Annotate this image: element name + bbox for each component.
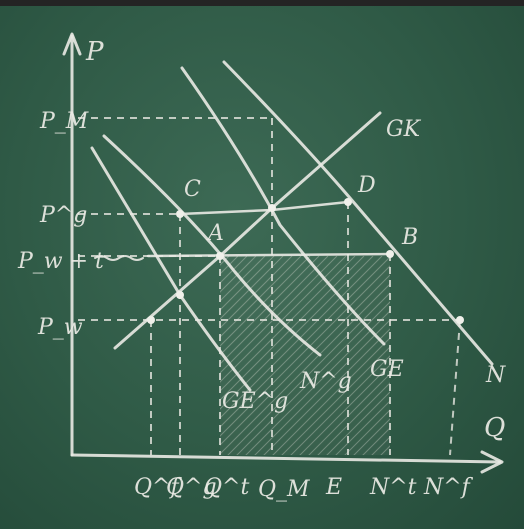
x-axis-arrow xyxy=(480,450,504,474)
qty-label-qm: Q_M xyxy=(258,477,310,502)
x-axis-label: Q xyxy=(484,413,505,443)
price-label-pm: P_M xyxy=(39,109,89,134)
cd-line xyxy=(178,200,350,216)
price-label-pg: P^g xyxy=(39,203,87,228)
hatch-line xyxy=(220,256,356,392)
hatch-line xyxy=(254,319,390,455)
point-a-dot xyxy=(216,252,224,260)
shaded-area xyxy=(220,256,390,455)
hatch-line xyxy=(220,256,347,383)
hatch-line xyxy=(317,382,390,455)
hatch-line xyxy=(220,256,275,311)
point-label-a: A xyxy=(206,221,224,246)
point-qg-dot xyxy=(176,291,184,299)
curve-n-g xyxy=(102,134,322,357)
price-label-pw: P_w xyxy=(37,315,83,340)
hatch-line xyxy=(281,346,390,455)
hatch-line xyxy=(308,373,390,455)
hatch-line xyxy=(220,256,257,293)
supply-curve-gk xyxy=(113,111,382,350)
hatch-line xyxy=(220,256,320,356)
y-axis-label: P xyxy=(85,37,104,67)
hatch-line xyxy=(220,256,221,257)
point-d-dot xyxy=(344,198,352,206)
hatch-line xyxy=(220,256,302,338)
hatch-line xyxy=(290,355,390,455)
hatch-line xyxy=(220,256,248,284)
curve-label-gk: GK xyxy=(386,117,422,142)
hatch-line xyxy=(220,256,329,365)
hatch-line xyxy=(272,337,390,455)
hatch-line xyxy=(326,391,390,455)
hatch-line xyxy=(220,256,311,347)
pwt-wave xyxy=(94,255,144,261)
hatch-line xyxy=(344,409,390,455)
qty-label-qt: Q^t xyxy=(204,475,249,500)
y-axis-arrow xyxy=(62,32,82,56)
hatch-line xyxy=(227,292,390,455)
point-label-d: D xyxy=(357,173,376,198)
point-label-b: B xyxy=(401,225,418,250)
price-label-pwt: P_w + t xyxy=(17,249,104,274)
hatch-line xyxy=(263,328,390,455)
hatch-line xyxy=(335,400,390,455)
hatch-line xyxy=(220,256,230,266)
hatch-line xyxy=(220,256,239,275)
point-label-c: C xyxy=(184,177,201,202)
qty-label-nt: N^t xyxy=(369,475,417,500)
hatch-line xyxy=(220,256,266,302)
point-pw-gk-dot xyxy=(147,316,155,324)
hatch-line xyxy=(299,364,390,455)
nf-guide xyxy=(449,319,461,456)
top-bar xyxy=(0,0,524,6)
curve-label-n-g: N^g xyxy=(299,369,352,394)
hatch-line xyxy=(245,310,390,455)
curve-label-ge-g: GE^g xyxy=(222,389,288,414)
qty-label-qg: Q^g xyxy=(166,475,217,500)
point-c-dot xyxy=(176,210,184,218)
hatch-line xyxy=(220,256,365,401)
qty-label-e: E xyxy=(325,475,342,500)
qty-label-nf: N^f xyxy=(423,475,474,500)
point-m-dot xyxy=(268,204,276,212)
curve-ge-g xyxy=(90,146,252,392)
curve-label-ge: GE xyxy=(370,357,404,382)
hatch-line xyxy=(220,283,390,455)
x-axis xyxy=(70,453,502,464)
hatch-line xyxy=(220,256,390,428)
curve-label-n: N xyxy=(485,363,506,388)
qty-label-qf: Q^f xyxy=(134,475,182,500)
hatch-line xyxy=(353,418,390,455)
hatch-line xyxy=(220,256,293,329)
hatch-line xyxy=(220,274,390,446)
hatch-line xyxy=(220,265,390,437)
pwt-line xyxy=(146,252,392,258)
hatch-line xyxy=(220,256,338,374)
hatch-line xyxy=(220,256,383,419)
curve-ge xyxy=(180,66,386,346)
point-b-dot xyxy=(386,250,394,258)
point-nf-dot xyxy=(456,316,464,324)
hatch-line xyxy=(236,301,390,455)
curve-n xyxy=(222,60,494,366)
